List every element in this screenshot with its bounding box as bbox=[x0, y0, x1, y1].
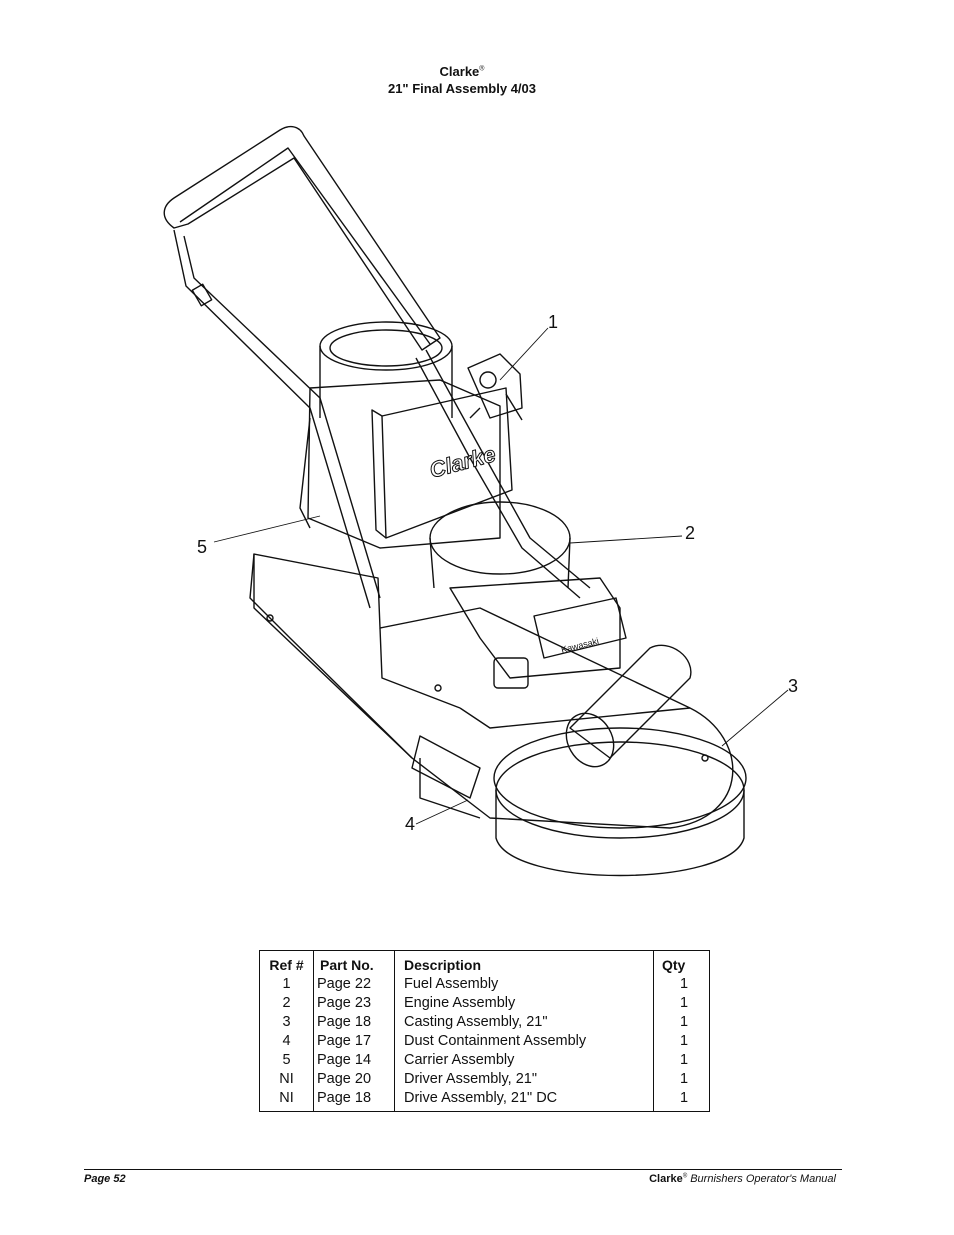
header-qty: Qty bbox=[653, 950, 710, 975]
callout-2: 2 bbox=[685, 523, 696, 543]
table-row: NI Page 20 Driver Assembly, 21" 1 bbox=[259, 1070, 710, 1089]
carrier-housing bbox=[307, 379, 501, 549]
header-description: Description bbox=[394, 950, 654, 975]
leader-5 bbox=[213, 515, 321, 543]
fuel-valve bbox=[467, 353, 523, 419]
control-box bbox=[381, 387, 513, 539]
engine-brand: Kawasaki bbox=[560, 636, 600, 655]
registered-mark: ® bbox=[479, 65, 485, 73]
manual-registered-mark: ® bbox=[682, 1173, 688, 1180]
burnisher-assembly-drawing: Clarke Kawasaki bbox=[163, 125, 789, 877]
table-row: 2 Page 23 Engine Assembly 1 bbox=[259, 994, 710, 1013]
table-row: 4 Page 17 Dust Containment Assembly 1 bbox=[259, 1032, 710, 1051]
handle-arm-right-2 bbox=[415, 357, 581, 599]
dust-tube-top bbox=[319, 321, 453, 371]
leader-3 bbox=[721, 689, 789, 747]
parts-table-header: Ref # Part No. Description Qty bbox=[259, 950, 710, 975]
cell-part-no: Page 20 bbox=[313, 1070, 395, 1089]
handle-outer bbox=[163, 125, 441, 351]
header-ref: Ref # bbox=[259, 950, 314, 975]
handle-inner bbox=[179, 147, 431, 345]
cell-qty: 1 bbox=[653, 975, 710, 994]
handle-arm-left bbox=[183, 235, 381, 599]
cell-qty: 1 bbox=[653, 1051, 710, 1070]
table-row: 5 Page 14 Carrier Assembly 1 bbox=[259, 1051, 710, 1070]
pad-driver bbox=[495, 790, 745, 877]
cell-part-no: Page 14 bbox=[313, 1051, 395, 1070]
manual-title: Clarke® Burnishers Operator's Manual bbox=[649, 1173, 836, 1185]
cell-description: Fuel Assembly bbox=[394, 975, 654, 994]
cell-ref: 4 bbox=[259, 1032, 314, 1051]
callout-4: 4 bbox=[405, 814, 416, 834]
manual-brand: Clarke bbox=[649, 1173, 683, 1185]
footer-divider bbox=[84, 1169, 842, 1170]
cell-description: Carrier Assembly bbox=[394, 1051, 654, 1070]
casting-deck bbox=[493, 727, 747, 829]
cell-qty: 1 bbox=[653, 994, 710, 1013]
handle-arm-left-2 bbox=[173, 229, 371, 609]
leader-1 bbox=[499, 327, 549, 381]
cell-ref: 3 bbox=[259, 1013, 314, 1032]
leader-2 bbox=[569, 535, 683, 544]
table-row: 1 Page 22 Fuel Assembly 1 bbox=[259, 975, 710, 994]
cell-part-no: Page 18 bbox=[313, 1013, 395, 1032]
parts-table: Ref # Part No. Description Qty 1 Page 22… bbox=[259, 950, 710, 1112]
cell-qty: 1 bbox=[653, 1032, 710, 1051]
brand-name: Clarke bbox=[439, 64, 480, 79]
cell-description: Engine Assembly bbox=[394, 994, 654, 1013]
cell-qty: 1 bbox=[653, 1070, 710, 1089]
table-row: NI Page 18 Drive Assembly, 21" DC 1 bbox=[259, 1089, 710, 1112]
dust-containment bbox=[411, 735, 481, 799]
cell-description: Drive Assembly, 21" DC bbox=[394, 1089, 654, 1112]
cell-part-no: Page 22 bbox=[313, 975, 395, 994]
engine-block bbox=[449, 577, 621, 679]
ignition-switch bbox=[493, 657, 529, 689]
cell-description: Driver Assembly, 21" bbox=[394, 1070, 654, 1089]
header-part-no: Part No. bbox=[313, 950, 395, 975]
cell-qty: 1 bbox=[653, 1013, 710, 1032]
cell-description: Dust Containment Assembly bbox=[394, 1032, 654, 1051]
cell-part-no: Page 17 bbox=[313, 1032, 395, 1051]
cell-part-no: Page 18 bbox=[313, 1089, 395, 1112]
cell-qty: 1 bbox=[653, 1089, 710, 1112]
cell-ref: 5 bbox=[259, 1051, 314, 1070]
manual-title-text: Burnishers Operator's Manual bbox=[687, 1173, 836, 1185]
engine-cover bbox=[533, 597, 627, 659]
cell-part-no: Page 23 bbox=[313, 994, 395, 1013]
cell-description: Casting Assembly, 21" bbox=[394, 1013, 654, 1032]
muffler bbox=[569, 644, 692, 759]
cell-ref: 2 bbox=[259, 994, 314, 1013]
page-number: Page 52 bbox=[84, 1173, 126, 1185]
leader-4 bbox=[415, 799, 469, 825]
handle-bracket bbox=[191, 283, 213, 307]
callout-1: 1 bbox=[548, 312, 559, 332]
base-chassis bbox=[249, 553, 734, 829]
callout-5: 5 bbox=[197, 537, 208, 557]
brand-heading: Clarke® bbox=[0, 64, 924, 79]
control-box-logo: Clarke bbox=[427, 441, 498, 483]
table-row: 3 Page 18 Casting Assembly, 21" 1 bbox=[259, 1013, 710, 1032]
cell-ref: NI bbox=[259, 1070, 314, 1089]
page-title: 21" Final Assembly 4/03 bbox=[387, 81, 537, 96]
cell-ref: NI bbox=[259, 1089, 314, 1112]
callout-3: 3 bbox=[788, 676, 799, 696]
cell-ref: 1 bbox=[259, 975, 314, 994]
